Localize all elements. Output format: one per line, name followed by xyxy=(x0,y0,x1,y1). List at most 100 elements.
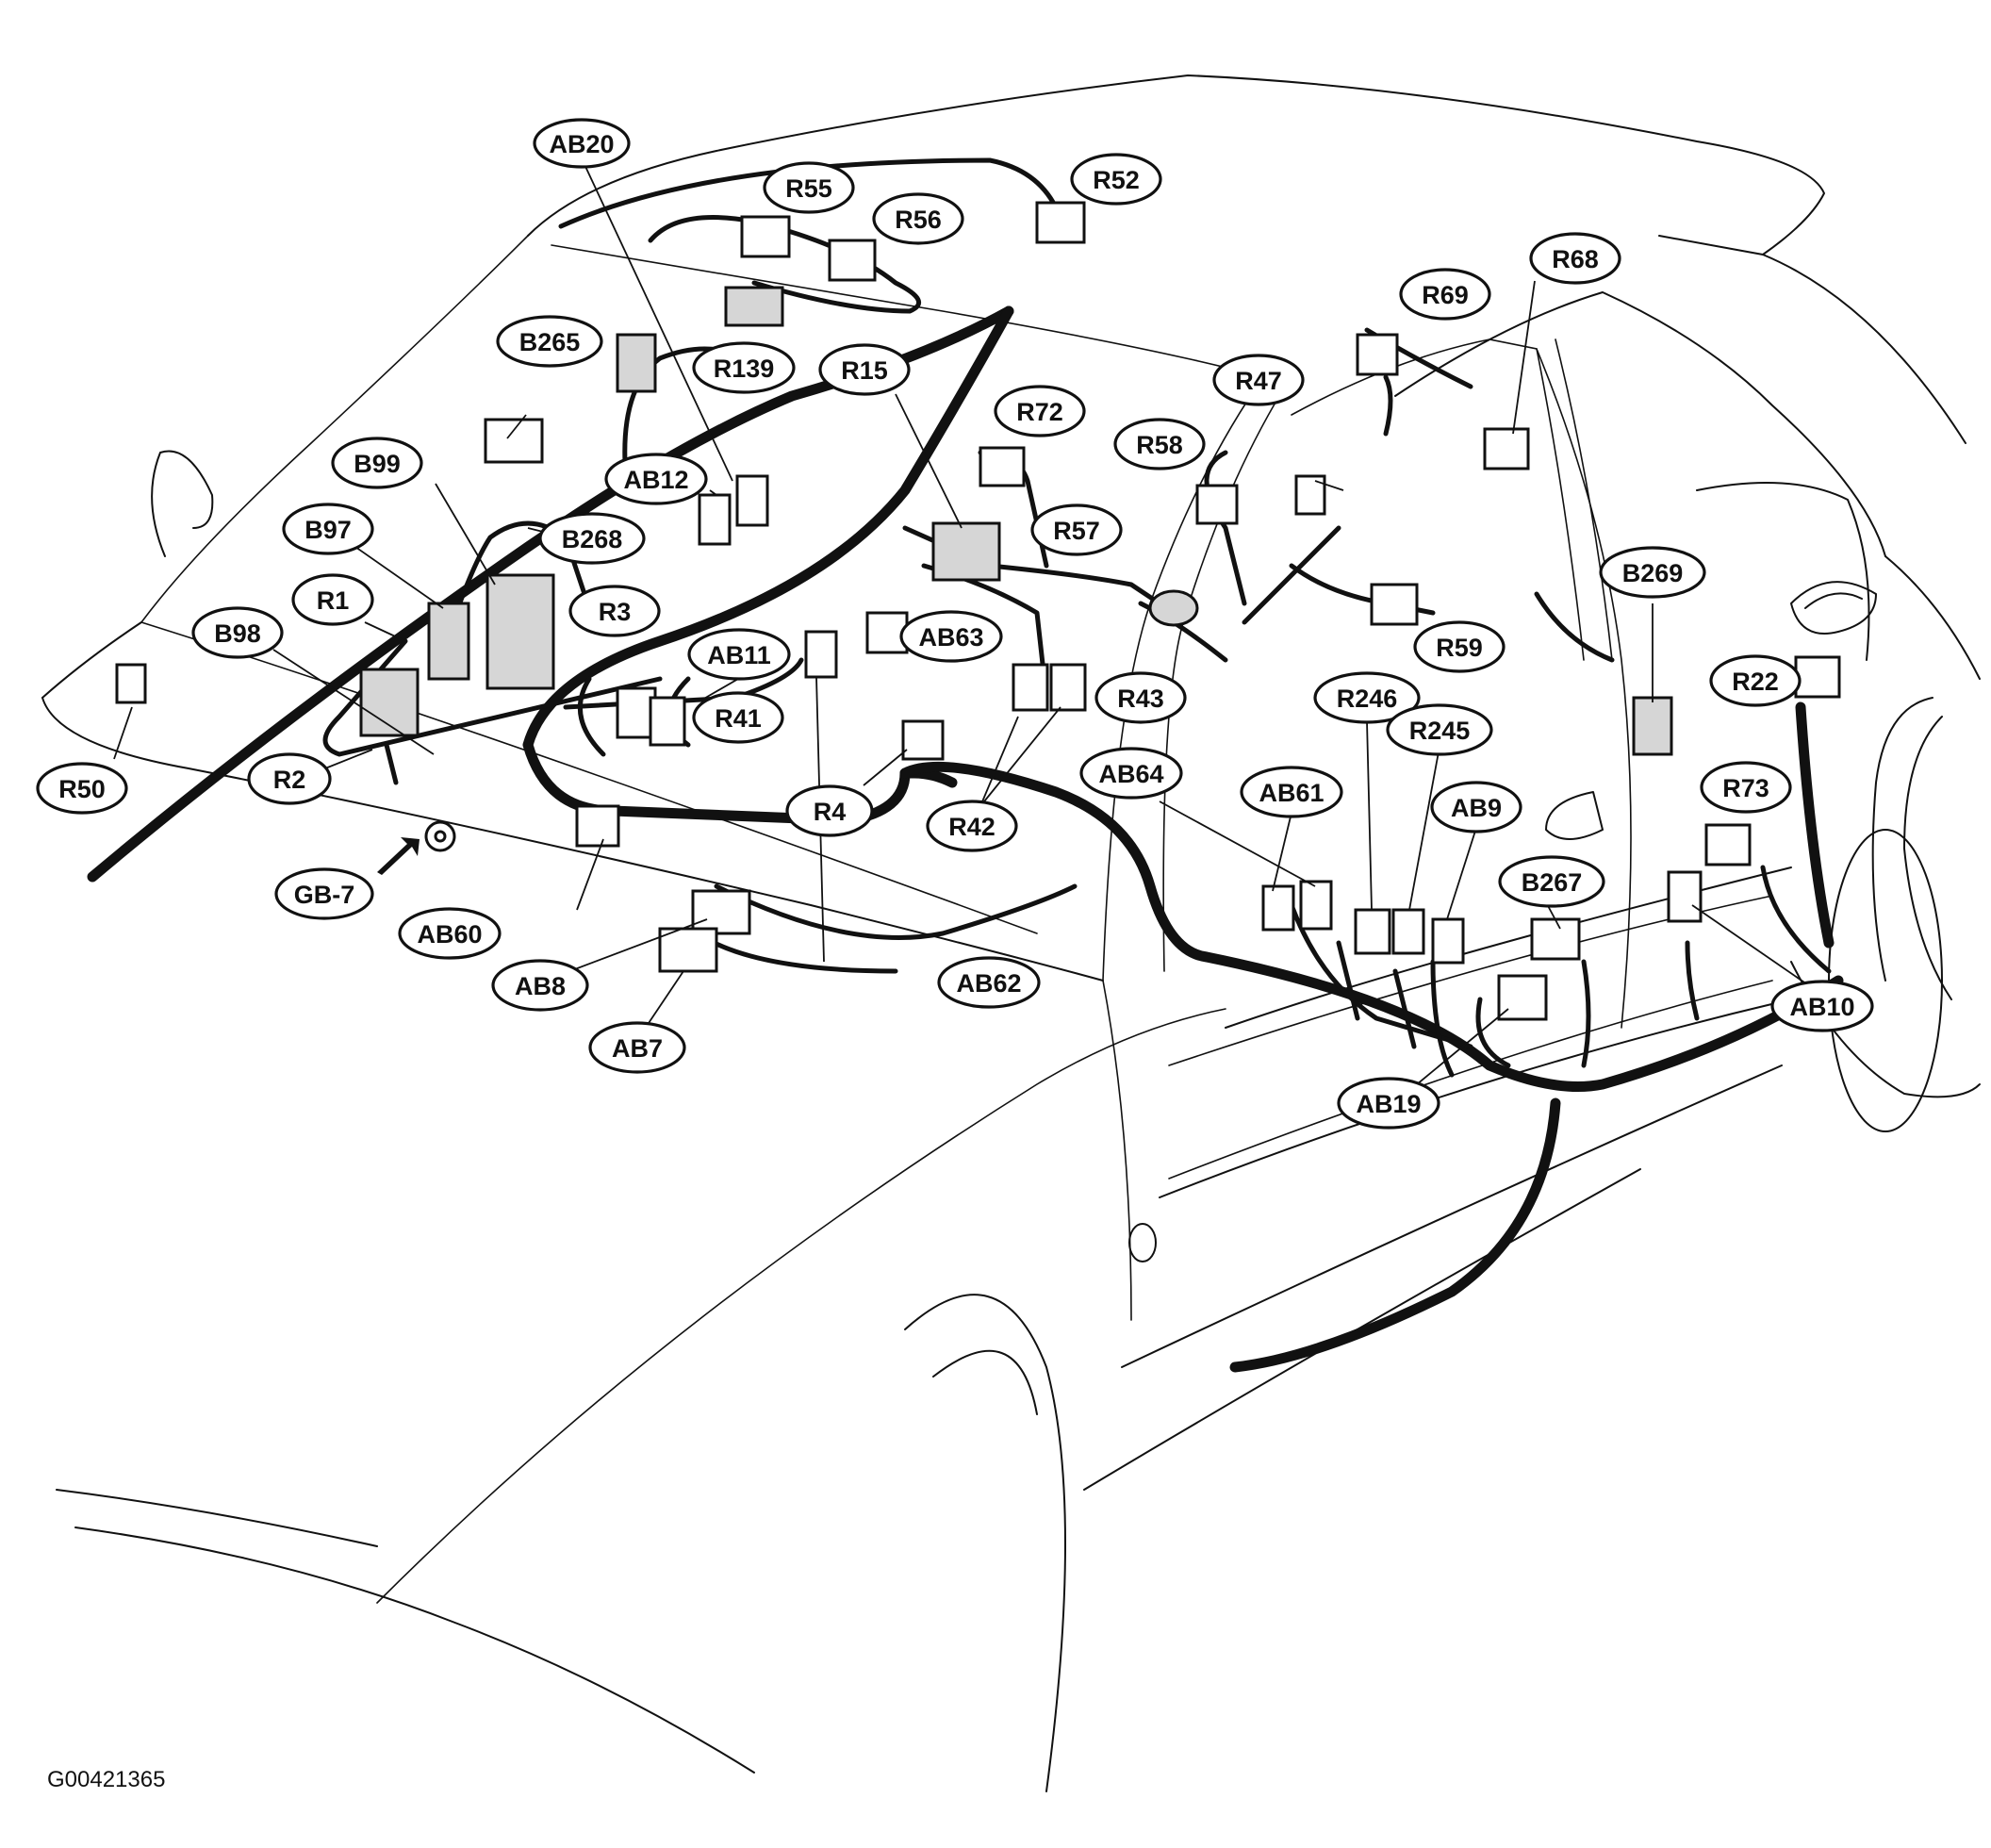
connector-ab20 xyxy=(735,474,769,527)
label-R43: R43 xyxy=(1094,671,1187,724)
svg-text:R58: R58 xyxy=(1136,431,1183,459)
svg-text:R1: R1 xyxy=(317,586,350,615)
svg-text:AB62: AB62 xyxy=(956,969,1021,998)
svg-text:R246: R246 xyxy=(1337,685,1398,713)
svg-text:R2: R2 xyxy=(273,766,306,794)
label-AB20: AB20 xyxy=(533,118,631,169)
svg-text:AB11: AB11 xyxy=(707,641,771,669)
svg-text:AB64: AB64 xyxy=(1098,760,1163,788)
label-R57: R57 xyxy=(1030,503,1123,556)
label-R56: R56 xyxy=(872,192,964,245)
label-R245: R245 xyxy=(1386,703,1493,756)
label-R52: R52 xyxy=(1070,153,1162,206)
label-B267: B267 xyxy=(1498,855,1605,908)
svg-text:B265: B265 xyxy=(519,328,581,356)
label-R42: R42 xyxy=(926,800,1018,852)
connector-r246 xyxy=(1354,908,1391,955)
label-AB9: AB9 xyxy=(1430,781,1522,833)
label-AB64: AB64 xyxy=(1079,747,1183,800)
connector-ab10 xyxy=(1667,870,1703,923)
label-R59: R59 xyxy=(1413,620,1506,673)
label-R1: R1 xyxy=(291,573,374,626)
connector-ab9 xyxy=(1431,917,1465,965)
connector-ab12 xyxy=(698,493,732,546)
vehicle-body-outline xyxy=(41,74,1981,1792)
label-R72: R72 xyxy=(994,385,1086,437)
label-R3: R3 xyxy=(568,585,661,637)
label-R22: R22 xyxy=(1709,654,1802,707)
connector-ab64 xyxy=(1299,880,1333,931)
connector-ab62 xyxy=(804,630,838,679)
connector-ab19 xyxy=(1497,974,1548,1021)
connector-b267 xyxy=(1530,917,1581,961)
label-R69: R69 xyxy=(1399,268,1491,321)
svg-text:AB9: AB9 xyxy=(1451,794,1502,822)
connector-r2 xyxy=(359,668,420,737)
svg-text:R68: R68 xyxy=(1552,245,1599,273)
svg-text:B97: B97 xyxy=(304,516,352,544)
svg-text:R72: R72 xyxy=(1016,398,1063,426)
svg-text:AB8: AB8 xyxy=(515,972,566,1000)
label-B265: B265 xyxy=(496,315,603,368)
svg-text:B98: B98 xyxy=(214,619,261,648)
connector-r56 xyxy=(828,239,877,282)
connectors xyxy=(115,201,1841,1021)
label-AB11: AB11 xyxy=(687,628,791,681)
svg-text:AB20: AB20 xyxy=(549,130,614,158)
connector-r59 xyxy=(1370,583,1419,626)
label-B268: B268 xyxy=(538,512,646,565)
svg-text:R52: R52 xyxy=(1093,166,1140,194)
svg-text:AB10: AB10 xyxy=(1789,993,1854,1021)
label-B98: B98 xyxy=(191,606,284,659)
ground-arrow xyxy=(377,837,420,875)
svg-text:B268: B268 xyxy=(562,525,623,553)
connector-r4 xyxy=(901,719,945,761)
callout-labels: AB20 R55 R56 R52 R68 R69 B265 R139 R15 R… xyxy=(36,118,1874,1130)
label-AB10: AB10 xyxy=(1770,980,1874,1032)
connector-ab11 xyxy=(616,686,657,739)
label-R55: R55 xyxy=(763,161,855,214)
connector-r50 xyxy=(115,663,147,704)
label-R41: R41 xyxy=(692,691,784,744)
label-R73: R73 xyxy=(1700,761,1792,814)
connector-r43 xyxy=(1012,663,1049,712)
svg-text:AB63: AB63 xyxy=(918,623,983,652)
svg-text:AB12: AB12 xyxy=(623,466,688,494)
connector-r3 xyxy=(485,573,555,690)
connector-r58 xyxy=(1195,484,1239,525)
svg-text:B269: B269 xyxy=(1622,559,1684,587)
connector-ab61 xyxy=(1261,884,1295,932)
svg-text:B267: B267 xyxy=(1522,868,1583,897)
label-R4: R4 xyxy=(785,784,874,837)
svg-text:R4: R4 xyxy=(814,798,847,826)
label-AB60: AB60 xyxy=(398,907,502,960)
svg-text:R57: R57 xyxy=(1053,517,1100,545)
grommet xyxy=(1148,589,1199,627)
connector-r139 xyxy=(724,286,784,327)
svg-text:AB60: AB60 xyxy=(417,920,482,949)
svg-text:R139: R139 xyxy=(714,355,775,383)
label-AB19: AB19 xyxy=(1337,1077,1440,1130)
label-R47: R47 xyxy=(1212,354,1305,406)
svg-text:R3: R3 xyxy=(599,598,632,626)
svg-text:B99: B99 xyxy=(354,450,401,478)
svg-text:AB19: AB19 xyxy=(1356,1090,1421,1118)
connector-r72 xyxy=(979,446,1026,487)
label-B99: B99 xyxy=(331,437,423,489)
label-R68: R68 xyxy=(1529,232,1621,285)
connector-r69 xyxy=(1356,333,1399,376)
connector-ab7 xyxy=(658,927,718,973)
svg-text:R47: R47 xyxy=(1235,367,1282,395)
connector-r52 xyxy=(1035,201,1086,244)
svg-text:AB7: AB7 xyxy=(612,1034,663,1063)
label-R50: R50 xyxy=(36,762,128,815)
svg-text:R43: R43 xyxy=(1117,685,1164,713)
svg-text:AB61: AB61 xyxy=(1259,779,1324,807)
label-AB63: AB63 xyxy=(899,610,1003,663)
label-AB62: AB62 xyxy=(937,956,1041,1009)
label-R246: R246 xyxy=(1313,671,1421,724)
connector-ab8 xyxy=(691,889,751,935)
label-AB12: AB12 xyxy=(604,453,708,505)
label-R58: R58 xyxy=(1113,418,1206,470)
